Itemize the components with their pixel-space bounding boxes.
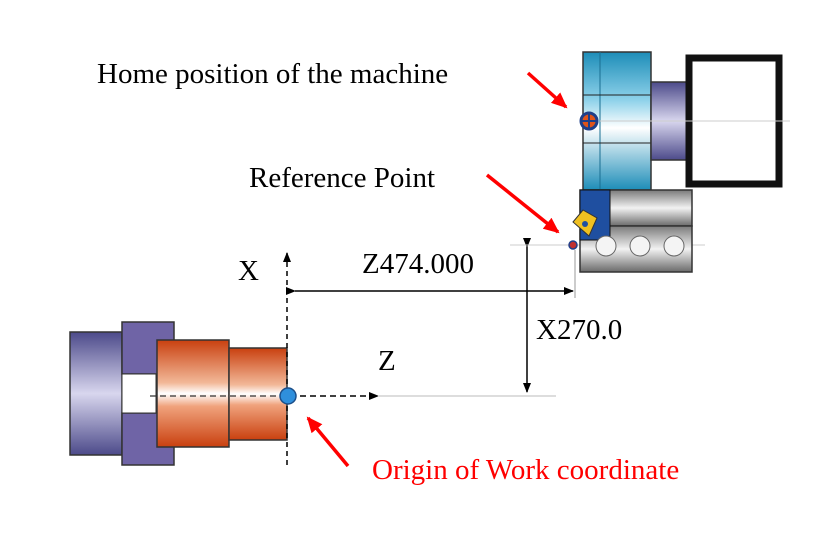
z-distance-label: Z474.000 (362, 248, 474, 280)
reference-pointer-arrow (485, 173, 560, 234)
x-distance-label: X270.0 (536, 314, 623, 346)
insert-screw (582, 221, 588, 227)
work-origin-marker (279, 387, 297, 405)
x-axis-label: X (238, 255, 259, 287)
tool-holder-bolt (663, 235, 685, 257)
workpiece-small-step (228, 347, 288, 441)
home-pointer-arrow (526, 71, 568, 109)
workpiece-large-step (156, 339, 230, 448)
spindle-body (69, 331, 123, 456)
home-position-marker-cross (581, 113, 597, 129)
home-position-label: Home position of the machine (97, 58, 449, 90)
workpiece (156, 339, 288, 448)
reference-point-label: Reference Point (249, 162, 436, 194)
work-origin-label: Origin of Work coordinate (372, 454, 680, 486)
origin-pointer-arrow (306, 416, 350, 468)
tool-holder (568, 189, 693, 273)
tool-holder-bolt (629, 235, 651, 257)
turret (579, 51, 790, 191)
reference-point-marker (568, 240, 578, 250)
chuck-bore (121, 373, 157, 414)
z-axis-label: Z (378, 345, 396, 377)
tool-holder-bolt (595, 235, 617, 257)
